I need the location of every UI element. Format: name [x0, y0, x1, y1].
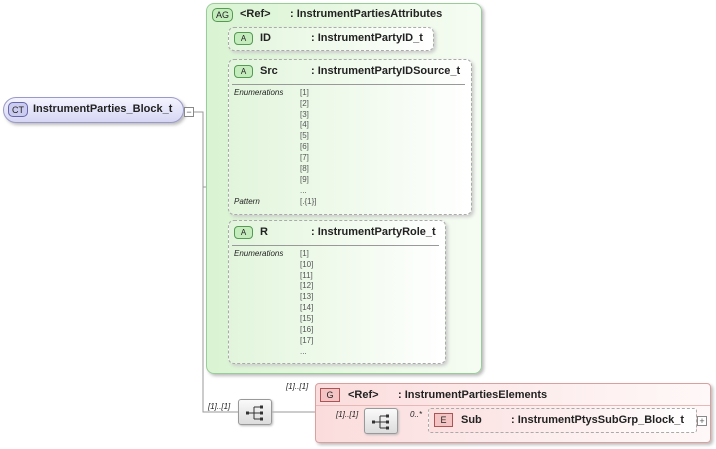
inner-sequence-compositor[interactable]: [364, 408, 398, 434]
attribute-type: : InstrumentPartyRole_t: [311, 226, 436, 238]
attribute-group-ref: <Ref>: [240, 8, 271, 20]
sequence-icon: [246, 405, 263, 421]
enum-value: ...: [300, 185, 307, 195]
attribute-name: ID: [260, 32, 271, 44]
expand-toggle[interactable]: +: [697, 416, 707, 426]
inner-sequence-cardinality: [1]..[1]: [336, 410, 359, 419]
attribute-name: R: [260, 226, 268, 238]
attribute-group-type: : InstrumentPartiesAttributes: [290, 8, 443, 20]
element-cardinality: 0..*: [410, 410, 423, 419]
enum-value: ...: [300, 346, 307, 356]
complex-type-name: InstrumentParties_Block_t: [33, 103, 173, 115]
enum-value: [12]: [300, 281, 314, 290]
enum-value: [10]: [300, 259, 314, 269]
attribute-src[interactable]: [228, 59, 472, 215]
attribute-badge: A: [234, 32, 253, 45]
sequence-compositor[interactable]: [238, 399, 272, 425]
enum-value: [2]: [300, 98, 309, 108]
attribute-type: : InstrumentPartyID_t: [311, 32, 423, 44]
divider: [316, 405, 710, 406]
sequence-cardinality: [1]..[1]: [208, 402, 231, 411]
group-ref: <Ref>: [348, 389, 379, 401]
element-name: Sub: [461, 414, 482, 426]
attribute-type: : InstrumentPartyIDSource_t: [311, 65, 461, 77]
pattern-label: Pattern: [234, 197, 260, 206]
attribute-id[interactable]: [228, 27, 434, 51]
attribute-badge: A: [234, 226, 253, 239]
pattern-value: [.{1}]: [300, 197, 317, 206]
complex-type-node[interactable]: [3, 97, 184, 123]
enum-value: [5]: [300, 131, 309, 140]
enum-value: [11]: [300, 270, 313, 280]
enum-value: [8]: [300, 164, 309, 173]
element-type: : InstrumentPtysSubGrp_Block_t: [511, 414, 684, 426]
enum-value: [17]: [300, 336, 314, 345]
enum-value: [15]: [300, 314, 314, 323]
attribute-group-badge: AG: [212, 8, 233, 22]
enum-value: [16]: [300, 325, 314, 334]
enumerations-label: Enumerations: [234, 249, 284, 258]
divider: [232, 84, 465, 85]
group-badge: G: [320, 388, 340, 402]
enum-value: [9]: [300, 175, 309, 184]
enum-value: [3]: [300, 109, 309, 119]
enum-value: [6]: [300, 142, 309, 151]
element-sub[interactable]: [428, 408, 697, 433]
sequence-icon: [372, 414, 389, 430]
enum-value: [4]: [300, 120, 309, 129]
enum-value: [13]: [300, 292, 314, 301]
enum-value: [1]: [300, 88, 309, 97]
group-cardinality: [1]..[1]: [286, 382, 309, 391]
enumerations-label: Enumerations: [234, 88, 284, 97]
collapse-toggle[interactable]: −: [184, 107, 194, 117]
divider: [232, 245, 439, 246]
enum-value: [1]: [300, 249, 309, 258]
group-type: : InstrumentPartiesElements: [398, 389, 548, 401]
attribute-r[interactable]: [228, 220, 446, 364]
enum-value: [14]: [300, 303, 314, 312]
complex-type-badge: CT: [8, 102, 28, 117]
element-badge: E: [434, 413, 453, 427]
attribute-name: Src: [260, 65, 278, 77]
attribute-badge: A: [234, 65, 253, 78]
enum-value: [7]: [300, 153, 309, 162]
